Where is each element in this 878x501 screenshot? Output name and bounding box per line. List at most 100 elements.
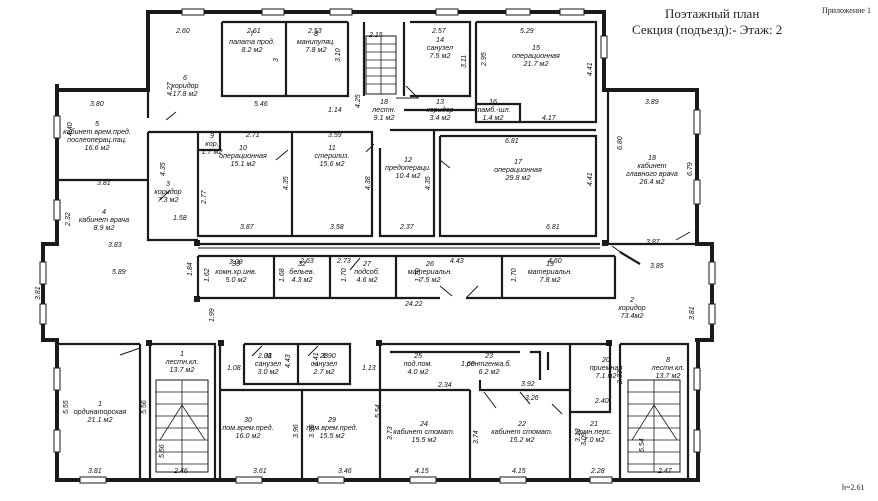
dimension-label: 3.80	[90, 101, 104, 108]
dimension-label-vertical: 4.35	[283, 176, 290, 190]
room-label-line: под.пом.	[404, 359, 433, 368]
room-label-line: пом.врем.пред.	[306, 423, 357, 432]
dimension-label-vertical: 1.70	[341, 268, 348, 282]
dimension-label: 1.14	[328, 107, 342, 114]
room-label-line: 9.1 м2	[374, 113, 395, 122]
room-label-line: комн.хр.инв.	[215, 267, 257, 276]
room-label-line: 12	[404, 155, 412, 164]
room-label-line: 10.4 м2	[396, 171, 421, 180]
room-label-line: 18	[380, 97, 388, 106]
dimension-label: 2.46	[173, 468, 188, 475]
dimension-label: 4.17	[542, 115, 557, 122]
room-label-line: 21	[589, 419, 598, 428]
room-label-line: комн.перс.	[576, 427, 612, 436]
ceiling-height-note: h=2.61	[842, 483, 865, 492]
room-label-line: 1.7 м2	[202, 147, 223, 156]
room-label-line: тамб.-шл.	[475, 105, 510, 114]
dimension-label: 3.81	[97, 180, 111, 187]
dimension-label: 5.46	[254, 101, 268, 108]
dimension-label-vertical: 3.96	[293, 424, 300, 438]
room-label-line: 4.3 м2	[292, 275, 313, 284]
dimension-label-vertical: 3.13	[575, 428, 582, 442]
dimension-label: 2.15	[368, 32, 383, 39]
room-label-line: манипуляц.	[297, 37, 335, 46]
dimension-label: 1.58	[173, 215, 187, 222]
room-label-line: 6.2 м2	[479, 367, 500, 376]
room-label-line: послеоперац.пац.	[67, 135, 127, 144]
dimension-label-vertical: 4.25	[355, 94, 362, 108]
room-label-line: лестн.кл.	[651, 363, 685, 372]
dimension-label: 2.08	[257, 353, 272, 360]
room-label-line: санузел	[427, 43, 453, 52]
dimension-label-vertical: 1.68	[279, 268, 286, 282]
dimension-label: 3.26	[525, 395, 539, 402]
room-label-line: коридор	[171, 81, 198, 90]
dimension-label-vertical: 1.84	[187, 262, 194, 276]
room-label-line: 8.2 м2	[242, 45, 263, 54]
room-label-line: 5.0 м2	[226, 275, 247, 284]
room-label-line: 27	[362, 259, 372, 268]
room-label-line: 7	[250, 29, 255, 38]
dimension-label-vertical: 1.70	[415, 268, 422, 282]
room-label-line: 30	[244, 415, 252, 424]
room-label-line: 24	[419, 419, 428, 428]
room-label-line: 4	[102, 207, 106, 216]
room-label-line: бельев.	[289, 267, 314, 276]
dimension-label: 5.89	[112, 269, 126, 276]
room-label-line: лестн.	[371, 105, 396, 114]
dimension-label: 4.43	[450, 258, 464, 265]
room-label-line: 29	[327, 415, 336, 424]
room-label-line: подсоб.	[354, 267, 380, 276]
room-label-line: 8	[314, 29, 318, 38]
room-label-line: кабинет врача	[79, 215, 129, 224]
room-label-line: 8	[666, 355, 670, 364]
room-label-line: 25	[413, 351, 423, 360]
room-label-line: 26	[425, 259, 434, 268]
dimension-label: 2.57	[431, 28, 447, 35]
dimension-label: 3.81	[88, 468, 102, 475]
window-marks	[39, 8, 716, 484]
dimension-label: 4.60	[548, 258, 562, 265]
dimension-label: 2.28	[590, 468, 605, 475]
room-label-line: материальн.	[528, 267, 573, 276]
room-label-line: 8.9 м2	[94, 223, 115, 232]
room-label-line: 73.4м2	[621, 311, 644, 320]
room-label-line: 7.0 м2	[584, 435, 605, 444]
room-label-line: предопераци.	[385, 163, 431, 172]
room-label-line: 21.1 м2	[87, 415, 113, 424]
room-label-line: 21.7 м2	[523, 59, 549, 68]
dimension-label: 1.60	[461, 361, 475, 368]
room-label-line: 3.0 м2	[258, 367, 279, 376]
dimension-label-vertical: 3	[273, 58, 280, 62]
dimension-label: 2.47	[657, 468, 673, 475]
room-label-line: операционная	[512, 51, 560, 60]
room-label-line: 9	[210, 131, 214, 140]
room-label-line: 17.8 м2	[173, 89, 198, 98]
dimension-label-vertical: 2.33	[617, 370, 624, 385]
appendix-label: Приложение 1	[822, 6, 871, 15]
room-label-line: 7.8 м2	[306, 45, 327, 54]
room-label-line: 7.5 м2	[420, 275, 441, 284]
room-label-line: 13.7 м2	[656, 371, 681, 380]
plan-title: Поэтажный план	[665, 6, 760, 21]
dimension-label-vertical: 4.27	[167, 81, 174, 96]
dimension-label-vertical: 1.70	[511, 268, 518, 282]
